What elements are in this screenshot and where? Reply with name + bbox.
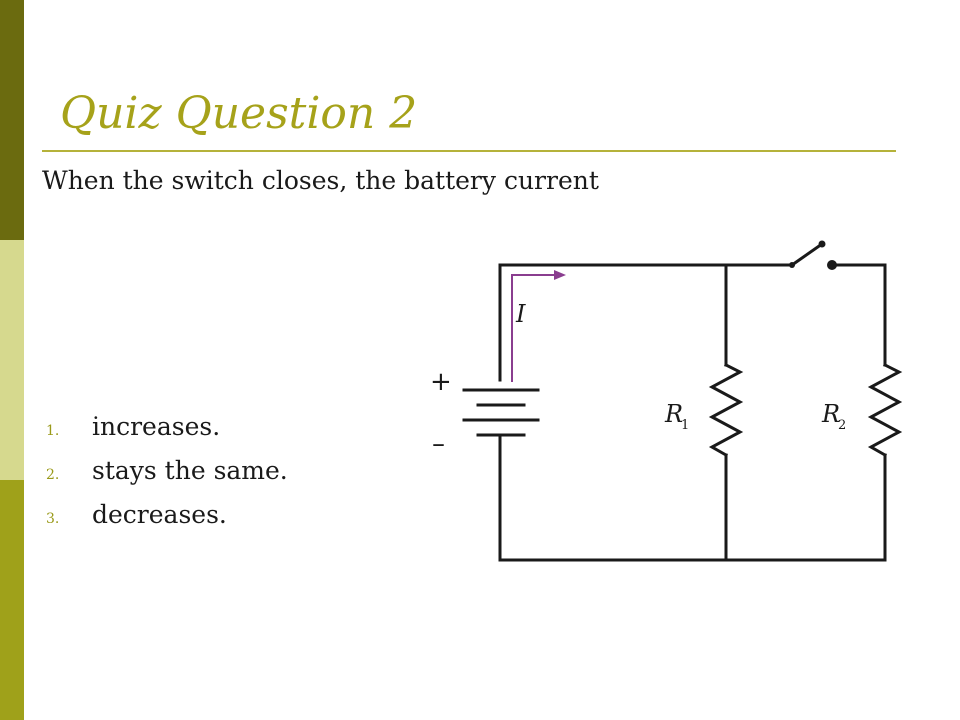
r2-subscript: 2 (838, 418, 846, 433)
resistor-r2-icon (867, 362, 903, 458)
option-number: 2. (46, 467, 60, 483)
sidebar-segment-dark (0, 0, 24, 240)
slide-title: Quiz Question 2 (60, 88, 418, 139)
sidebar-segment-light (0, 240, 24, 480)
circuit-diagram: I + – R 1 R 2 (430, 240, 903, 562)
current-arrow-icon (511, 274, 558, 382)
switch-lever-icon (789, 241, 825, 268)
answer-option-3[interactable]: 3. decreases. (46, 500, 288, 544)
resistor-r1-icon (708, 362, 744, 458)
answer-option-1[interactable]: 1. increases. (46, 412, 288, 456)
sidebar-accent (0, 0, 24, 720)
answer-option-2[interactable]: 2. stays the same. (46, 456, 288, 500)
title-underline (42, 150, 896, 152)
option-text: increases. (92, 412, 221, 441)
r2-label: R (821, 400, 840, 428)
current-label: I (515, 300, 526, 328)
option-text: stays the same. (92, 456, 288, 485)
current-arrowhead-icon (554, 270, 566, 280)
r1-label: R (664, 400, 683, 428)
switch-tip-icon (818, 240, 826, 248)
r1-subscript: 1 (681, 418, 689, 433)
option-number: 1. (46, 423, 60, 439)
answer-options: 1. increases. 2. stays the same. 3. decr… (46, 412, 288, 544)
switch-pivot-icon (789, 262, 795, 268)
plus-label: + (430, 367, 452, 397)
switch-contact-icon (827, 260, 837, 270)
option-text: decreases. (92, 500, 227, 529)
minus-label: – (432, 429, 445, 459)
question-prompt: When the switch closes, the battery curr… (42, 166, 599, 195)
option-number: 3. (46, 511, 60, 527)
sidebar-segment-mid (0, 480, 24, 720)
